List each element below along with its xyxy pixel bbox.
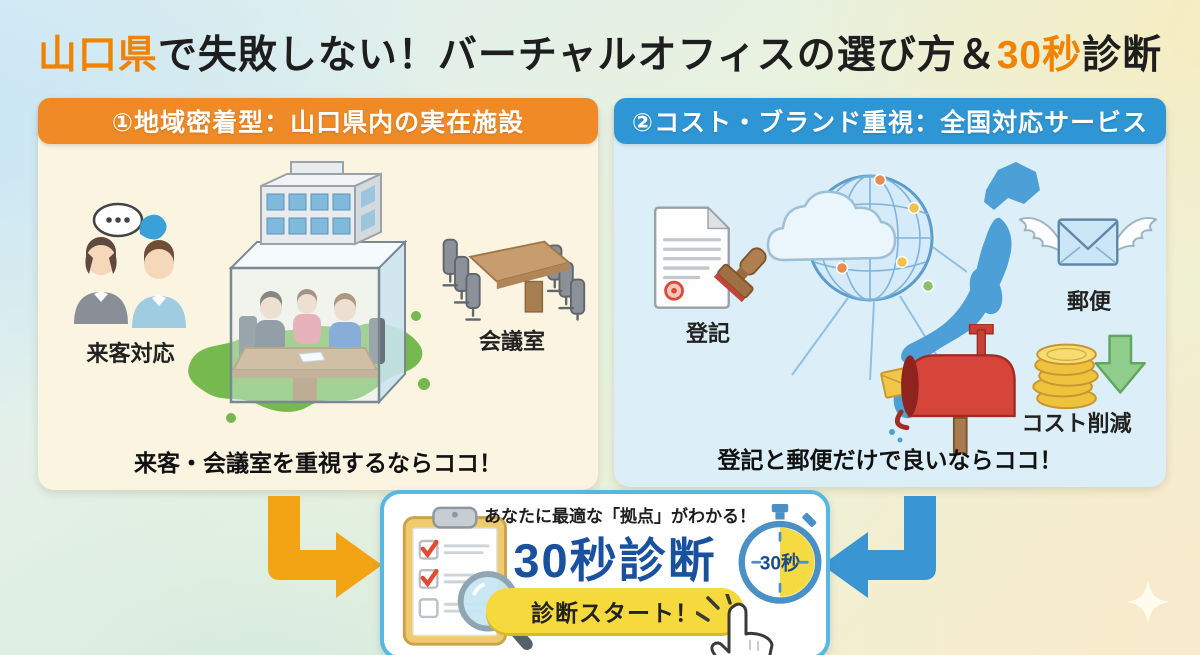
meeting-room-label: 会議室 [478,329,545,354]
title-seconds: 30秒 [996,34,1083,77]
cloud-icon [766,190,897,262]
mailbox-icon [880,324,1016,455]
cost-reduction-label: コスト削減 [1021,411,1132,436]
cost-reduction-icon [1032,334,1146,410]
building-top-icon [260,161,382,246]
registration-document-icon [654,206,767,309]
hand-cursor-icon [696,594,774,655]
visitor-reception-label: 来客対応 [86,341,175,366]
meeting-table-icon [442,238,586,321]
local-panel-footer: 来客・会議室を重視するならココ！ [134,450,502,476]
registration-label: 登記 [685,321,730,346]
meeting-people-icon [231,289,385,402]
winged-mail-icon [1018,217,1158,266]
nationwide-panel: ②コスト・ブランド重視：全国対応サービス 登記 [614,98,1166,487]
sparkle-icon [1126,580,1170,624]
local-type-panel: ①地域密着型：山口県内の実在施設 来客対応 [38,98,598,490]
office-building-icon [188,161,430,423]
mail-label: 郵便 [1066,289,1111,314]
nationwide-panel-footer: 登記と郵便だけで良いならココ！ [717,447,1063,473]
visitor-reception-icon [74,202,186,328]
blue-arrow-icon [822,496,936,598]
local-type-panel-header: ①地域密着型：山口県内の実在施設 [38,98,598,144]
stamp-icon [713,247,767,303]
stopwatch-label: 30秒 [760,552,800,575]
title-middle: で失敗しない！バーチャルオフィスの選び方＆ [157,34,997,77]
stopwatch-icon: 30秒 [738,504,822,604]
cta-headline: 30秒診断 [513,534,717,587]
title-prefecture: 山口県 [37,34,158,77]
title-suffix: 診断 [1082,34,1163,77]
orange-arrow-icon [268,496,382,598]
diagnosis-cta-box[interactable]: あなたに最適な「拠点」がわかる！ 30秒診断 診断スタート！ 30秒 [380,490,830,655]
page-title: 山口県で失敗しない！バーチャルオフィスの選び方＆30秒診断 [0,24,1200,80]
diagnosis-start-button[interactable]: 診断スタート！ [486,588,744,633]
globe-network-icon [766,173,967,381]
cta-tagline: あなたに最適な「拠点」がわかる！ [484,507,756,526]
nationwide-panel-header: ②コスト・ブランド重視：全国対応サービス [614,98,1166,144]
